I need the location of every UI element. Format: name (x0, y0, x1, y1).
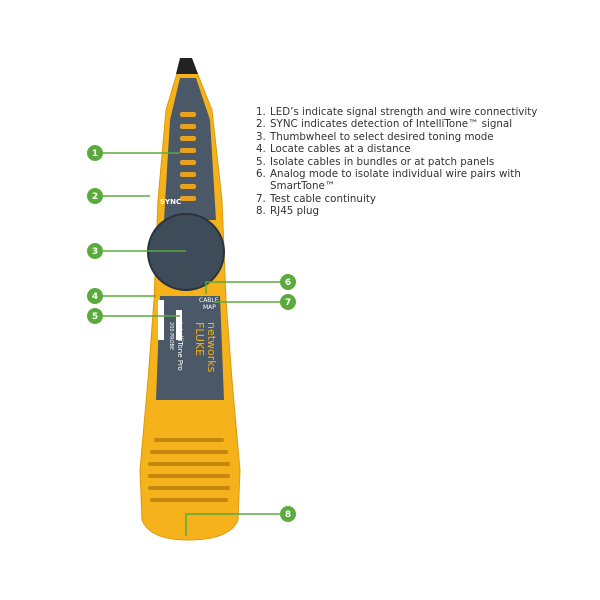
callout-4: 4 (87, 288, 103, 304)
speaker-grille (148, 438, 230, 502)
callout-1: 1 (87, 145, 103, 161)
svg-text:7: 7 (285, 298, 291, 308)
legend-item: 3.Thumbwheel to select desired toning mo… (256, 130, 494, 143)
legend-item: 5.Isolate cables in bundles or at patch … (256, 155, 495, 168)
svg-text:2: 2 (92, 192, 98, 202)
svg-text:3: 3 (92, 247, 98, 257)
legend-item: 6.Analog mode to isolate individual wire… (256, 168, 521, 193)
svg-text:8: 8 (285, 510, 291, 520)
lower-panel (156, 296, 224, 400)
legend-item: 2.SYNC indicates detection of IntelliTon… (256, 118, 513, 131)
feature-legend: 1.LED’s indicate signal strength and wir… (256, 106, 537, 218)
cable-label: CABLE (199, 297, 219, 304)
callout-7: 7 (280, 294, 296, 310)
legend-item: 7.Test cable continuity (256, 192, 376, 205)
map-label: MAP (203, 304, 216, 311)
callout-5: 5 (87, 308, 103, 324)
callout-3: 3 (87, 243, 103, 259)
sync-label: SYNC (160, 198, 181, 206)
svg-text:1: 1 (92, 149, 98, 159)
svg-text:6: 6 (285, 278, 291, 288)
legend-item: 4.Locate cables at a distance (256, 143, 411, 156)
brand-sub: networks (205, 322, 218, 373)
callout-6: 6 (280, 274, 296, 290)
callout-8: 8 (280, 506, 296, 522)
thumbwheel (147, 213, 225, 291)
legend-item: 8.RJ45 plug (256, 205, 320, 218)
probe-tip (176, 58, 198, 74)
brand-logo: FLUKE (193, 322, 206, 356)
svg-text:4: 4 (92, 292, 98, 302)
legend-item: 1.LED’s indicate signal strength and wir… (256, 106, 538, 118)
led-array (180, 112, 196, 201)
callout-2: 2 (87, 188, 103, 204)
probe-label: 200 PROBE (168, 322, 174, 350)
svg-text:5: 5 (92, 312, 98, 322)
callout-lines (103, 152, 280, 536)
model-label: IntelliTone Pro (176, 322, 184, 371)
